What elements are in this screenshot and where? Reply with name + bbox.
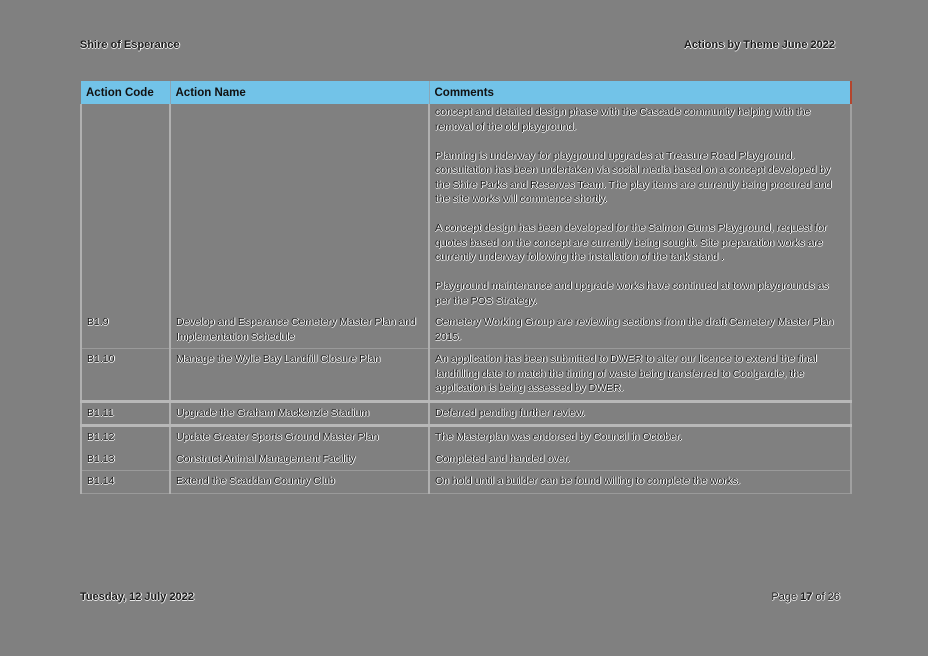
cell-action-code: B1.14: [80, 470, 170, 494]
cell-comments: concept and detailed design phase with t…: [428, 104, 852, 312]
document-org-name: Shire of Esperance: [80, 39, 180, 51]
cell-action-name: Extend the Scaddan Country Club: [169, 470, 429, 494]
footer-page-number: Page 17 of 26: [771, 591, 840, 603]
comment-paragraph: Playground maintenance and upgrade works…: [435, 280, 829, 307]
document-title: Actions by Theme June 2022: [684, 39, 835, 51]
cell-action-name: [169, 104, 429, 312]
table-row: B1.14 Extend the Scaddan Country Club On…: [80, 470, 852, 494]
cell-action-name: Manage the Wylie Bay Landfill Closure Pl…: [169, 348, 429, 403]
comment-paragraph: Planning is underway for playground upgr…: [435, 149, 832, 206]
page-current: 17: [800, 591, 813, 603]
cell-comments: On hold until a builder can be found wil…: [428, 470, 852, 494]
cell-action-code: B1.10: [80, 348, 170, 403]
page-of: of: [815, 591, 825, 603]
table-header-row: Action Code Action Name Comments: [81, 81, 852, 104]
table-row: B1.9 Develop and Esperance Cemetery Mast…: [80, 312, 852, 349]
table-row: B1.11 Upgrade the Graham Mackenzie Stadi…: [80, 401, 852, 427]
column-header-action-name: Action Name: [170, 81, 430, 104]
cell-comments: An application has been submitted to DWE…: [428, 348, 852, 403]
cell-action-code: B1.13: [80, 448, 170, 471]
table-row-continuation: concept and detailed design phase with t…: [80, 104, 852, 312]
cell-comments: Deferred pending further review.: [428, 401, 852, 427]
column-header-comments: Comments: [429, 81, 852, 104]
cell-action-name: Construct Animal Management Facility: [169, 448, 429, 471]
cell-action-code: B1.9: [80, 312, 170, 349]
cell-action-code: B1.12: [80, 425, 170, 449]
footer-date: Tuesday, 12 July 2022: [80, 591, 194, 603]
table-row: B1.10 Manage the Wylie Bay Landfill Clos…: [80, 348, 852, 403]
cell-comments: The Masterplan was endorsed by Council i…: [428, 425, 852, 449]
comment-paragraph: concept and detailed design phase with t…: [435, 106, 811, 133]
actions-table: Action Code Action Name Comments concept…: [80, 81, 852, 494]
page-total: 26: [827, 591, 840, 603]
table-row: B1.12 Update Greater Sports Ground Maste…: [80, 425, 852, 449]
cell-action-name: Upgrade the Graham Mackenzie Stadium: [169, 401, 429, 427]
page-label: Page: [771, 591, 798, 603]
column-header-action-code: Action Code: [81, 81, 171, 104]
table-row: B1.13 Construct Animal Management Facili…: [80, 448, 852, 471]
cell-comments: Completed and handed over.: [428, 448, 852, 471]
cell-comments: Cemetery Working Group are reviewing sec…: [428, 312, 852, 349]
cell-action-code: B1.11: [80, 401, 170, 427]
cell-action-name: Update Greater Sports Ground Master Plan: [169, 425, 429, 449]
comment-paragraph: A concept design has been developed for …: [435, 222, 827, 263]
cell-action-name: Develop and Esperance Cemetery Master Pl…: [169, 312, 429, 349]
cell-action-code: [80, 104, 170, 312]
